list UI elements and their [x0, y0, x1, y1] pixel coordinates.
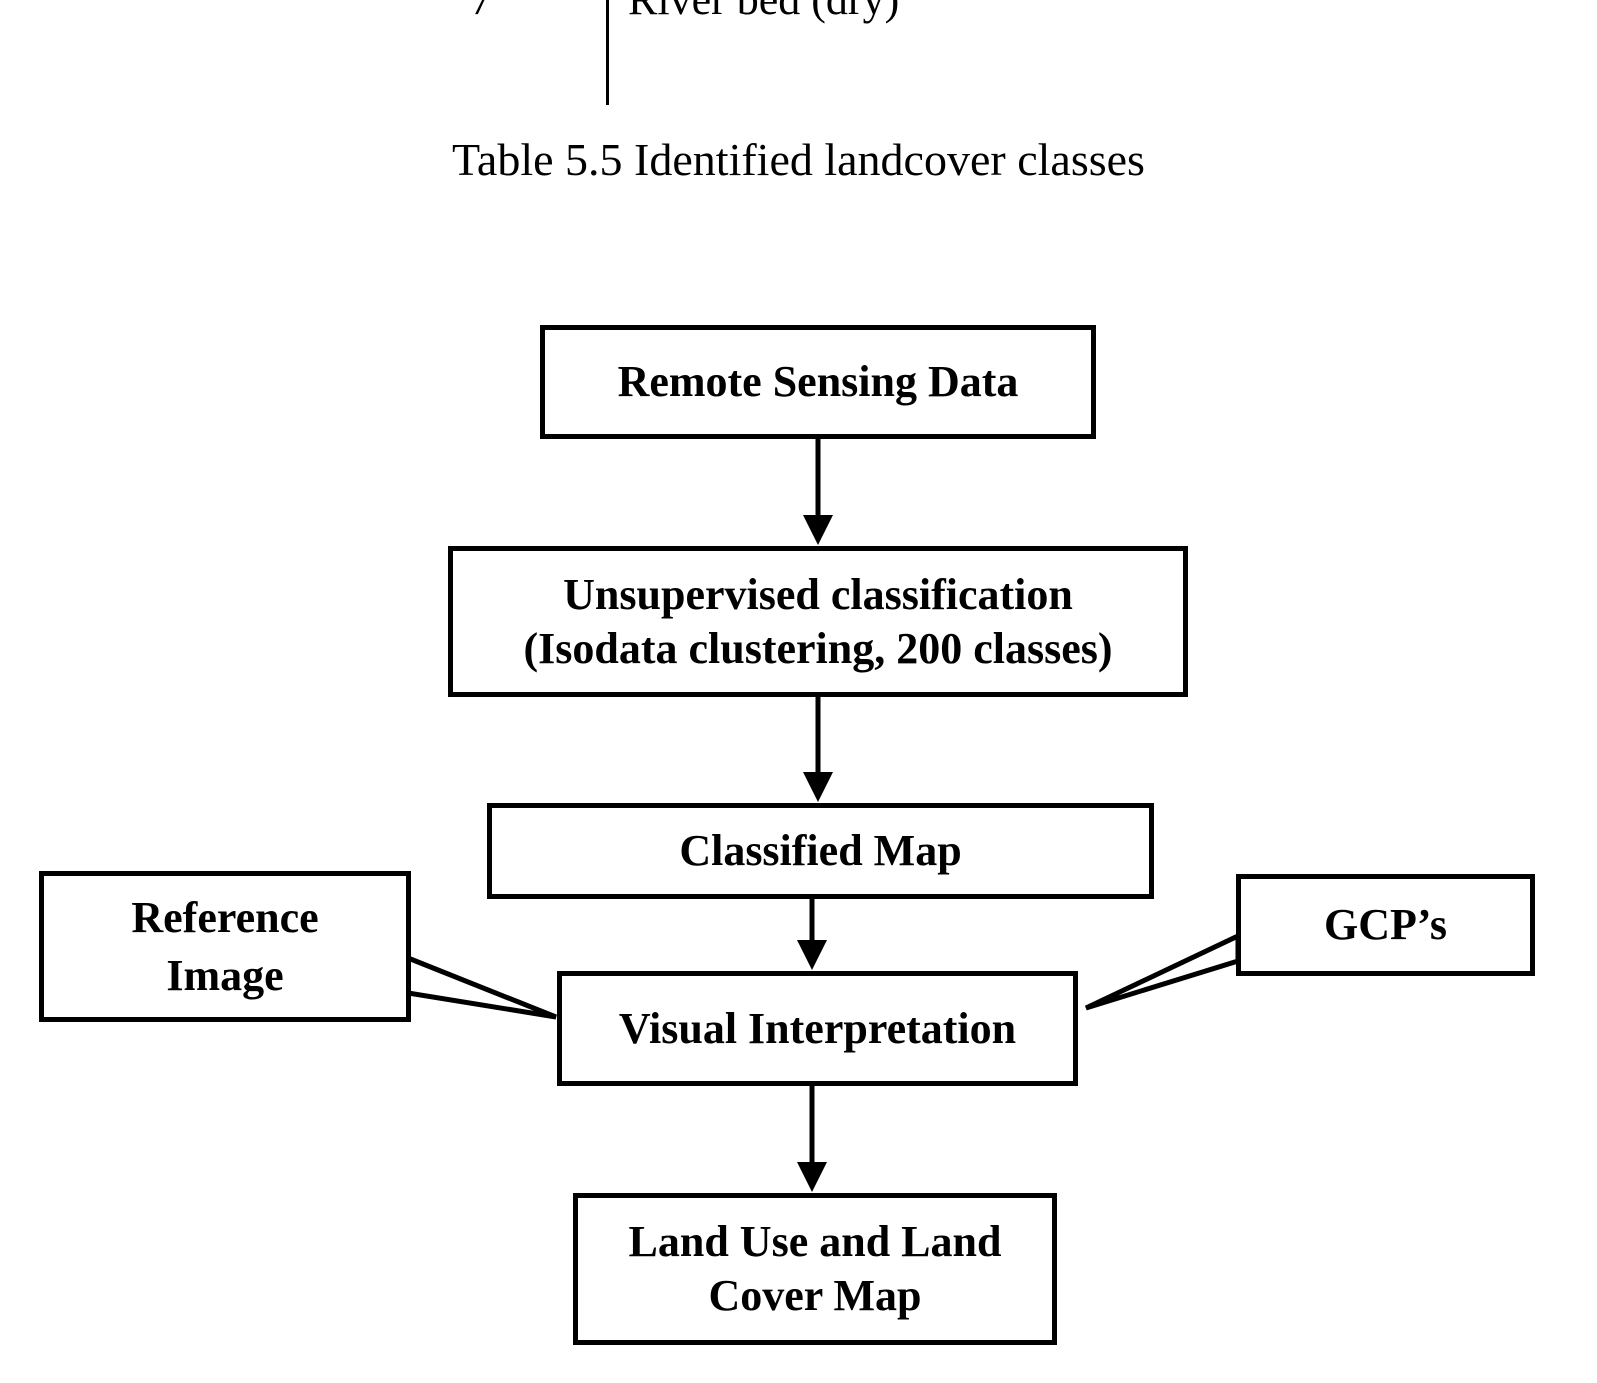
table-column-divider — [606, 0, 609, 105]
gcp-callout-pointer — [1084, 932, 1241, 1011]
visual-interpretation-box: Visual Interpretation — [557, 971, 1078, 1086]
land-use-land-cover-map-box: Land Use and Land Cover Map — [573, 1193, 1057, 1345]
unsupervised-classification-label: Unsupervised classification (Isodata clu… — [523, 569, 1113, 673]
table-caption: Table 5.5 Identified landcover classes — [452, 134, 1145, 185]
remote-sensing-data-label: Remote Sensing Data — [617, 357, 1019, 407]
reference-image-label: Reference Image — [131, 893, 319, 1000]
gcps-label: GCP’s — [1323, 900, 1448, 950]
visual-interpretation-label: Visual Interpretation — [618, 1003, 1017, 1053]
remote-sensing-data-box: Remote Sensing Data — [540, 325, 1096, 439]
reference-callout-pointer — [405, 954, 557, 1020]
table-row-number: 7 — [470, 0, 492, 22]
reference-image-callout: Reference Image — [39, 871, 411, 1022]
land-use-land-cover-map-label: Land Use and Land Cover Map — [628, 1217, 1002, 1320]
classified-map-box: Classified Map — [487, 803, 1154, 899]
table-row-label: River bed (dry) — [628, 0, 899, 22]
classified-map-label: Classified Map — [679, 826, 962, 876]
gcps-callout: GCP’s — [1236, 874, 1535, 976]
unsupervised-classification-box: Unsupervised classification (Isodata clu… — [448, 546, 1188, 697]
